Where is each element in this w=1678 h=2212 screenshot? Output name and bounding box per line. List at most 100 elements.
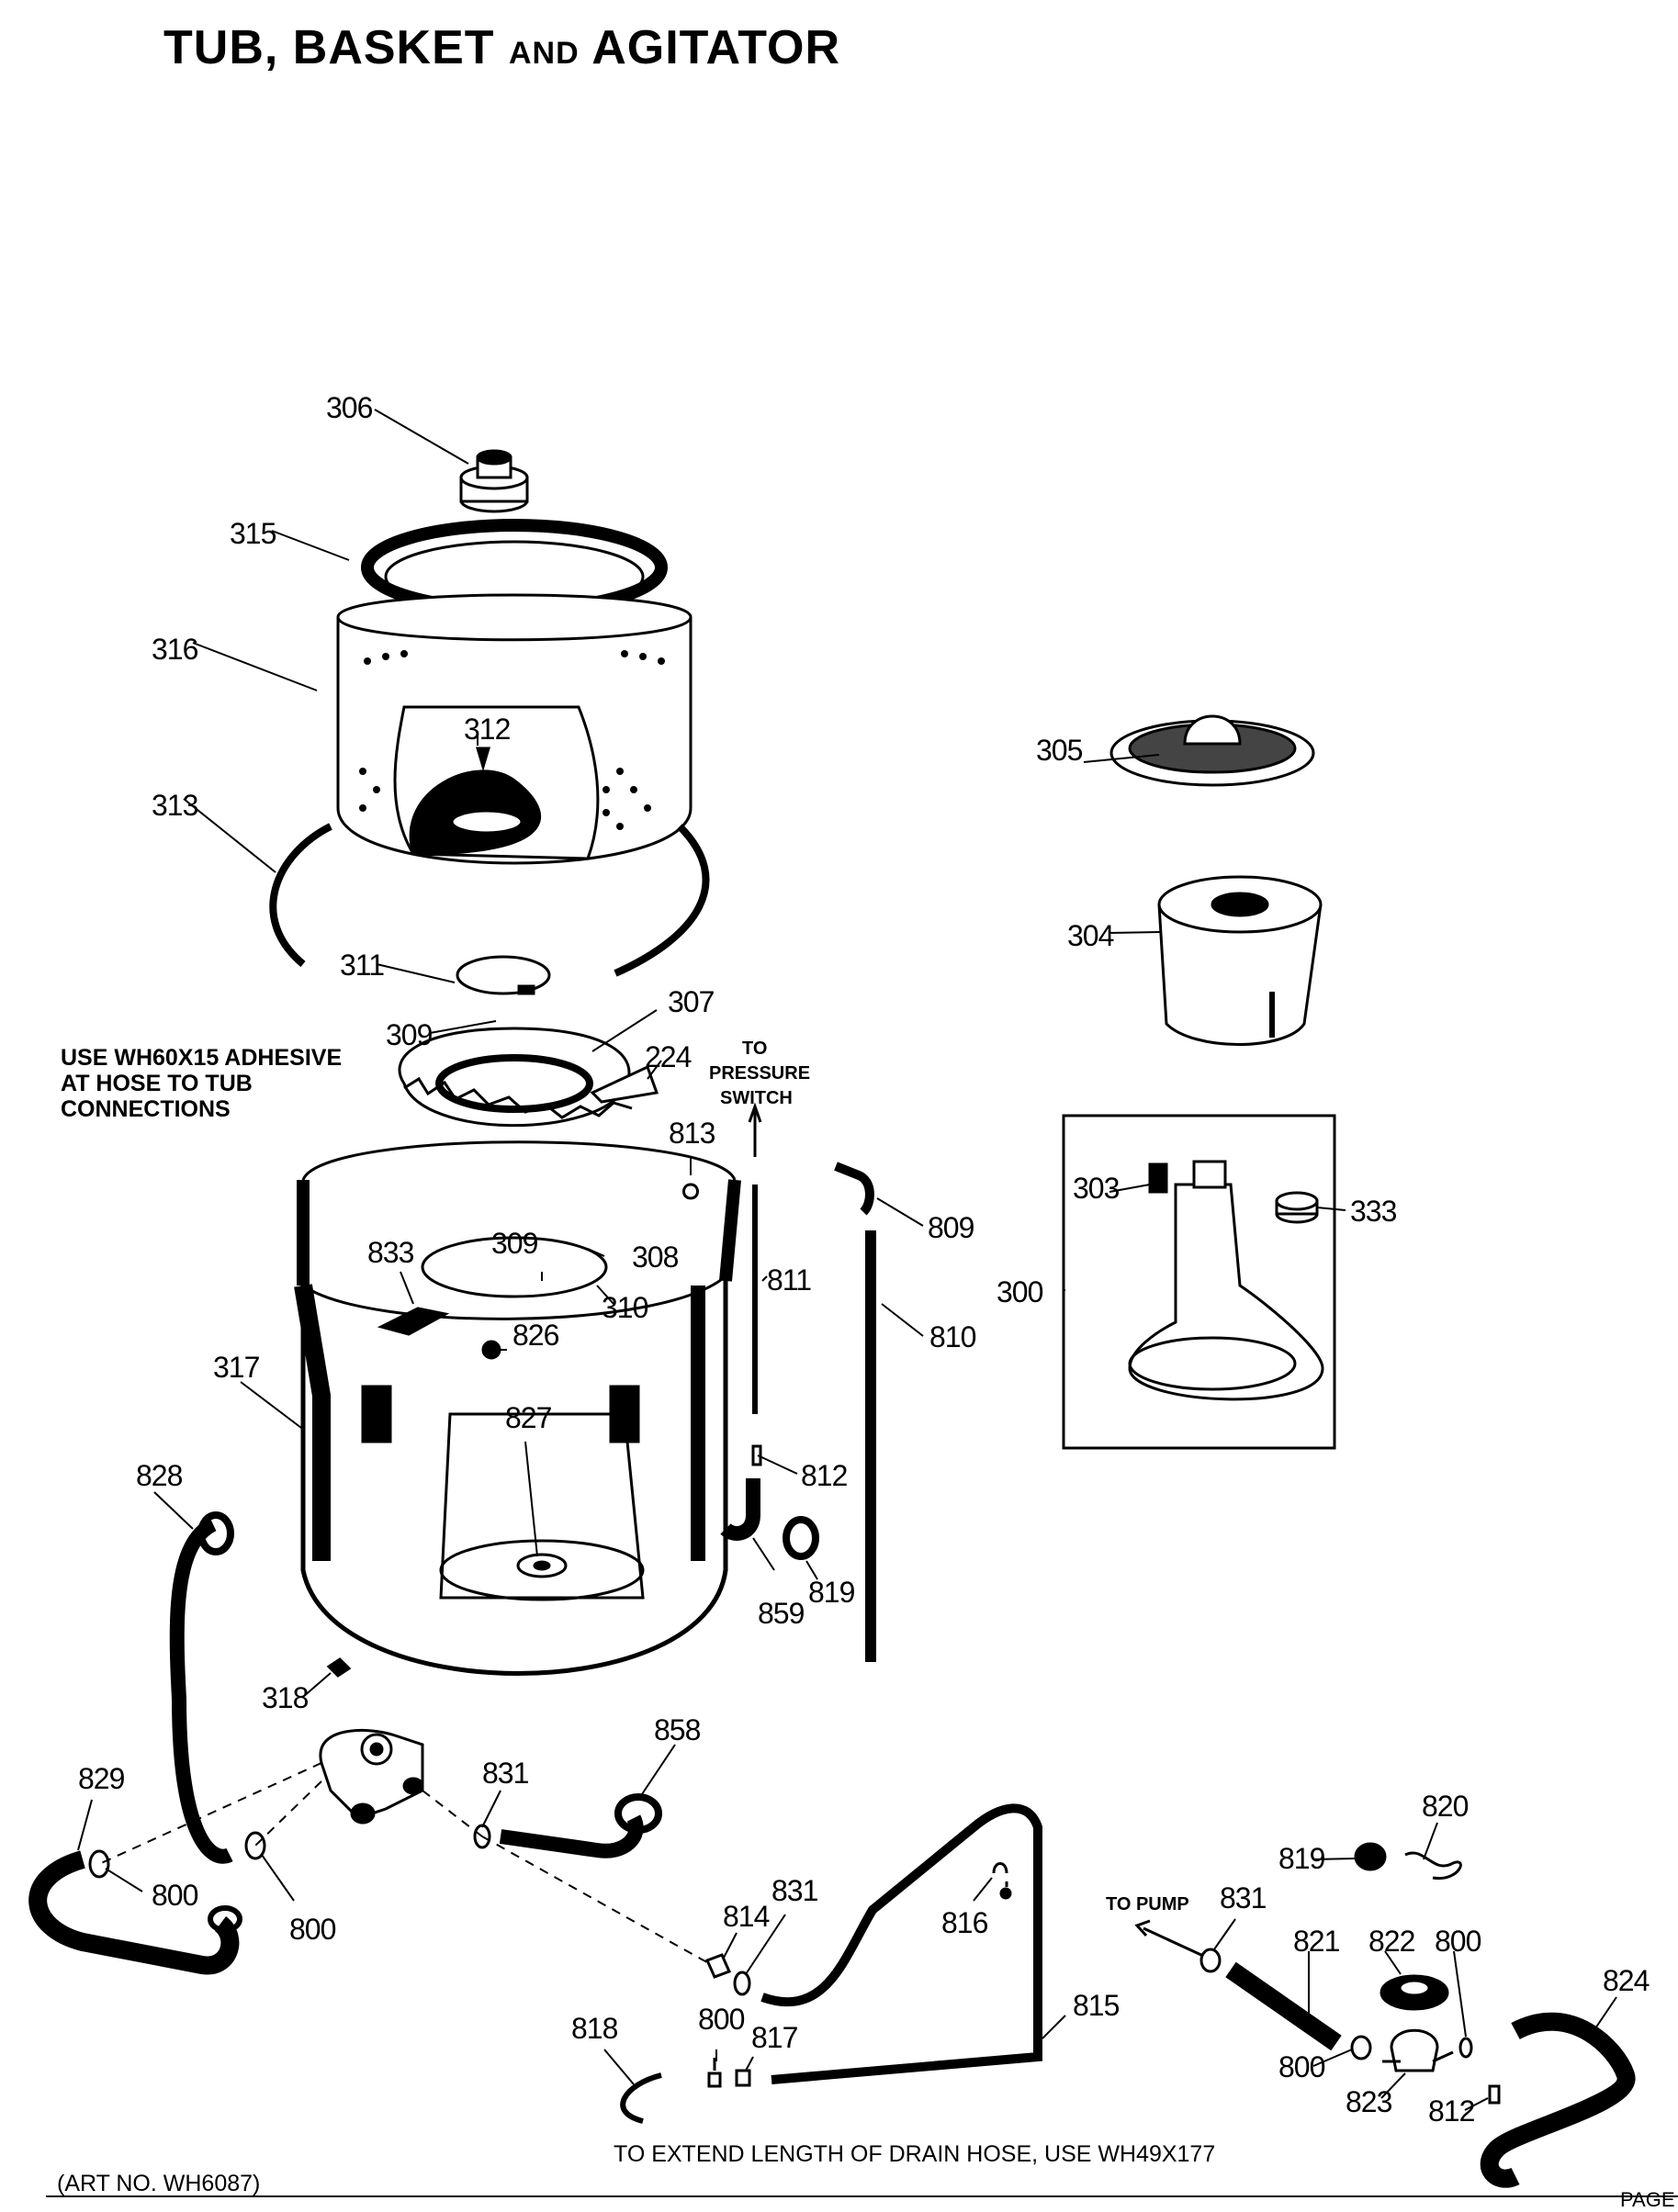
- callout-811: 811: [767, 1263, 811, 1297]
- callout-812-right: 812: [1428, 2094, 1475, 2128]
- callout-813: 813: [669, 1117, 715, 1150]
- hose-824-part: [1480, 2012, 1636, 2188]
- pressure-arrow: [748, 1102, 762, 1157]
- connector-814-part: [704, 1953, 732, 1979]
- pump-clip-part: [326, 1657, 352, 1678]
- valve-822-part: [1380, 1974, 1449, 2011]
- callout-810: 810: [929, 1320, 976, 1353]
- elbow-hose-part: [720, 1478, 760, 1541]
- agitator-part: [1128, 1160, 1324, 1401]
- callout-859: 859: [758, 1597, 805, 1630]
- callout-829: 829: [78, 1762, 125, 1795]
- agitator-cap-333-part: [1275, 1191, 1319, 1224]
- to-pump-note: TO PUMP: [1106, 1894, 1189, 1914]
- hose-clip-part: [682, 1183, 699, 1200]
- grommet-819b: [1354, 1842, 1387, 1871]
- page-title: TUB, BASKET AND AGITATOR: [163, 21, 841, 74]
- callout-809: 809: [928, 1211, 974, 1244]
- callout-815: 815: [1073, 1989, 1120, 2022]
- callout-224: 224: [645, 1040, 692, 1073]
- callout-812-mid: 812: [801, 1459, 848, 1492]
- callout-300: 300: [997, 1275, 1043, 1308]
- nipple-part: [751, 1444, 762, 1466]
- callout-817: 817: [751, 2021, 798, 2054]
- callout-831-mid: 831: [771, 1874, 818, 1907]
- tub-cover-seal-part: [269, 823, 710, 977]
- hose-818-part: [620, 2072, 662, 2124]
- hose-858-part: [499, 1814, 644, 1858]
- pressure-note-line-3: SWITCH: [720, 1088, 793, 1108]
- callout-311: 311: [340, 949, 384, 982]
- grommet-819-part: [783, 1516, 819, 1560]
- callout-816: 816: [941, 1906, 988, 1939]
- callout-318: 318: [262, 1681, 309, 1714]
- callout-820: 820: [1422, 1790, 1469, 1823]
- callout-306: 306: [326, 391, 373, 424]
- clamp-ring-part: [456, 955, 551, 995]
- clamp-800e: [1350, 2035, 1372, 2060]
- agitator-cap-part: [459, 449, 529, 513]
- tub-bracket-part: [377, 1307, 450, 1336]
- callout-800-c: 800: [698, 2003, 745, 2036]
- pressure-note-line-1: TO: [742, 1039, 767, 1059]
- callout-821: 821: [1293, 1925, 1340, 1958]
- callout-304: 304: [1067, 919, 1114, 952]
- callout-826: 826: [512, 1319, 559, 1352]
- drain-hose-815-part: [760, 1803, 1042, 2084]
- hose-829-part: [28, 1850, 240, 1975]
- callout-823: 823: [1346, 2085, 1392, 2118]
- callout-305: 305: [1036, 734, 1083, 767]
- callout-307: 307: [668, 985, 715, 1018]
- callout-800-a: 800: [152, 1879, 198, 1912]
- grommet-part: [481, 1340, 501, 1360]
- callout-800-e: 800: [1278, 2050, 1325, 2083]
- callout-858: 858: [654, 1713, 701, 1746]
- callout-819-right: 819: [1278, 1842, 1325, 1875]
- callout-317: 317: [213, 1351, 260, 1384]
- callout-814: 814: [723, 1900, 770, 1933]
- callout-310: 310: [602, 1291, 648, 1324]
- fabric-softener-cap-part: [1109, 714, 1315, 787]
- art-number: (ART NO. WH6087): [57, 2171, 261, 2196]
- bellows-part: [398, 1027, 659, 1128]
- clamp-800d: [1458, 2037, 1473, 2059]
- callout-309-mid: 309: [491, 1227, 538, 1260]
- clamp-800a: [88, 1849, 110, 1879]
- callout-824: 824: [1603, 1964, 1650, 1997]
- callout-827: 827: [505, 1401, 552, 1434]
- hose-821-part: [1225, 1961, 1342, 2051]
- callout-308: 308: [632, 1241, 679, 1274]
- fitting-800c: [707, 2058, 722, 2088]
- clamp-831b: [733, 1971, 751, 1996]
- fitting-823-part: [1382, 2028, 1454, 2072]
- drain-hose-note: TO EXTEND LENGTH OF DRAIN HOSE, USE WH49…: [614, 2141, 1216, 2167]
- callout-316: 316: [152, 633, 198, 666]
- callout-831-left: 831: [482, 1757, 529, 1790]
- callout-800-b: 800: [289, 1913, 336, 1946]
- hose-elbow-part: [834, 1162, 874, 1216]
- callout-303: 303: [1073, 1172, 1120, 1205]
- callout-818: 818: [571, 2012, 618, 2045]
- spring-820-part: [1404, 1851, 1462, 1881]
- callout-831-right: 831: [1220, 1881, 1267, 1914]
- hose-828-part: [169, 1517, 233, 1864]
- pump-part: [319, 1728, 424, 1825]
- clip-816-part: [992, 1862, 1008, 1887]
- basket-part: [336, 593, 693, 865]
- agitator-dog-part: [1148, 1162, 1168, 1194]
- callout-309-top: 309: [386, 1018, 433, 1051]
- pump-direction-arrow: [1134, 1919, 1204, 1958]
- pressure-note-line-2: PRESSURE: [709, 1063, 810, 1084]
- agitator-group-box: [1062, 1114, 1336, 1450]
- callout-313: 313: [152, 789, 198, 822]
- outer-tub-part: [294, 1140, 741, 1676]
- adhesive-note: USE WH60X15 ADHESIVE AT HOSE TO TUB CONN…: [61, 1045, 343, 1122]
- callout-333: 333: [1350, 1195, 1397, 1228]
- callout-822: 822: [1368, 1925, 1415, 1958]
- coupling-858: [614, 1793, 662, 1834]
- callout-819-mid: 819: [808, 1576, 855, 1609]
- callout-828: 828: [136, 1459, 183, 1492]
- callout-800-d: 800: [1435, 1925, 1481, 1958]
- callout-315: 315: [230, 517, 276, 550]
